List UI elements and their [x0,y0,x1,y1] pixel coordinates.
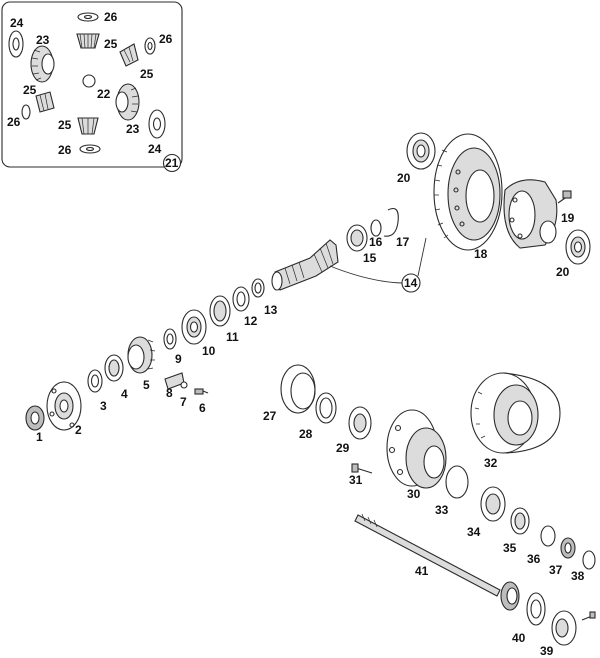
ring-gear-group: 20 19 18 20 [397,132,591,279]
label-24: 24 [10,16,24,30]
label-24: 24 [148,142,162,156]
label-25: 25 [58,118,72,132]
label-13: 13 [264,303,278,317]
label-28: 28 [299,427,313,441]
inset-differential-kit: 26 24 23 25 26 25 25 22 26 25 23 26 24 2… [1,1,183,173]
label-4: 4 [121,387,128,401]
label-16: 16 [369,235,383,249]
label-9: 9 [175,352,182,366]
label-2: 2 [75,423,82,437]
side-washer-part [8,30,24,58]
label-15: 15 [363,251,377,265]
label-34: 34 [467,525,481,539]
label-27: 27 [263,409,277,423]
label-31: 31 [349,473,363,487]
label-40: 40 [512,631,526,645]
label-32: 32 [484,456,498,470]
thrust-washer-part [77,12,99,22]
drive-pinion-part [274,239,339,291]
label-19: 19 [561,211,575,225]
label-3: 3 [100,399,107,413]
label-20: 20 [556,265,570,279]
label-41: 41 [415,564,429,578]
label-37: 37 [549,563,563,577]
input-flange-chain: 13 12 11 10 9 5 4 8 7 6 3 2 1 [25,278,278,444]
label-7: 7 [180,395,187,409]
axle-shaft-part [354,514,501,597]
label-26: 26 [7,115,21,129]
callout-circle-14 [401,273,421,293]
label-5: 5 [143,378,150,392]
label-20: 20 [397,171,411,185]
label-26: 26 [159,32,173,46]
label-18: 18 [474,247,488,261]
label-21: 21 [165,156,179,170]
label-11: 11 [226,330,239,344]
label-26: 26 [58,143,72,157]
label-23: 23 [126,122,140,136]
label-14: 14 [404,276,418,290]
label-38: 38 [571,569,585,583]
label-10: 10 [202,344,216,358]
callout-circle-21 [162,153,182,173]
label-29: 29 [336,441,350,455]
label-25: 25 [140,67,154,81]
label-1: 1 [36,430,43,444]
pinion-shaft-group: 16 17 15 14 [271,207,427,293]
label-30: 30 [407,487,421,501]
label-12: 12 [244,314,258,328]
inset-frame [1,1,183,168]
label-39: 39 [540,644,554,658]
label-33: 33 [435,503,449,517]
label-26: 26 [104,10,118,24]
label-22: 22 [97,87,111,101]
label-36: 36 [527,552,541,566]
label-17: 17 [396,235,410,249]
label-25: 25 [23,83,37,97]
label-25: 25 [104,37,118,51]
wheel-hub-group: 27 28 29 32 31 30 33 34 35 36 37 38 41 4… [263,364,596,658]
label-23: 23 [36,33,50,47]
label-35: 35 [503,541,517,555]
label-8: 8 [166,386,173,400]
snap-ring-part [383,207,399,237]
label-6: 6 [199,401,206,415]
